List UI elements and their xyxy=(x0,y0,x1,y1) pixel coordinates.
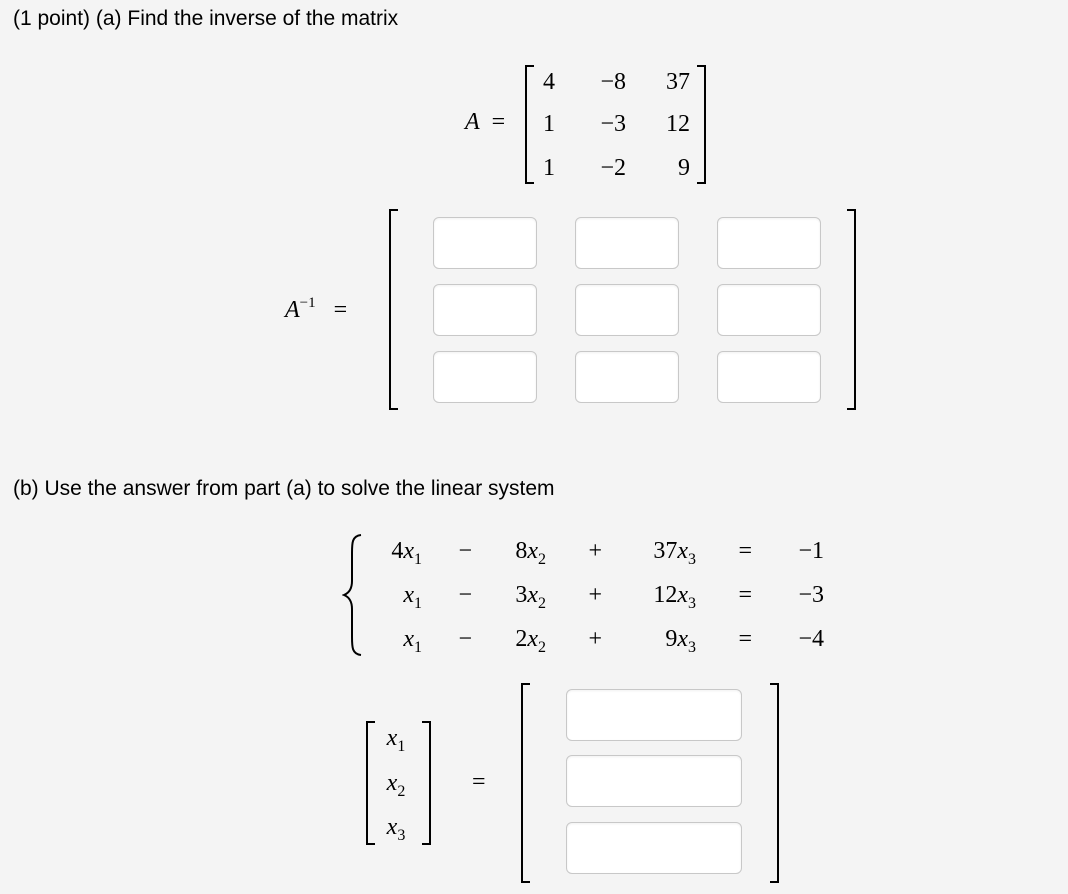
matrix-a-right-bracket xyxy=(697,65,706,184)
inverse-left-bracket xyxy=(389,209,398,410)
system-rhs: −3 xyxy=(798,582,824,608)
matrix-a-cell: −8 xyxy=(600,69,626,95)
system-term-x1: x1 xyxy=(403,582,422,612)
inverse-answer-r3c3[interactable] xyxy=(717,351,821,403)
vector-entry-x3: x3 xyxy=(386,814,406,844)
part-a-prompt: (1 point) (a) Find the inverse of the ma… xyxy=(13,7,399,30)
matrix-a-label: A = xyxy=(465,109,505,136)
matrix-a-cell: 9 xyxy=(678,155,690,181)
system-op-minus: − xyxy=(458,582,472,608)
matrix-a-cell: 1 xyxy=(543,155,555,181)
system-term-x3: 37x3 xyxy=(653,538,696,568)
system-op-minus: − xyxy=(458,538,472,564)
inverse-answer-r2c1[interactable] xyxy=(433,284,537,336)
system-rhs: −4 xyxy=(798,626,824,652)
system-equals: = xyxy=(738,626,752,652)
system-term-x3: 12x3 xyxy=(653,582,696,612)
inverse-label: A−1 = xyxy=(285,295,347,324)
system-rhs: −1 xyxy=(798,538,824,564)
system-term-x3: 9x3 xyxy=(665,626,696,656)
inverse-answer-r2c3[interactable] xyxy=(717,284,821,336)
solution-answer-x1[interactable] xyxy=(566,689,742,741)
system-op-minus: − xyxy=(458,626,472,652)
matrix-a-cell: 12 xyxy=(666,111,690,137)
system-term-x2: 3x2 xyxy=(515,582,546,612)
inverse-answer-r1c3[interactable] xyxy=(717,217,821,269)
part-b-prompt: (b) Use the answer from part (a) to solv… xyxy=(13,477,555,500)
inverse-answer-r3c2[interactable] xyxy=(575,351,679,403)
solution-answer-x2[interactable] xyxy=(566,755,742,807)
matrix-a-cell: 1 xyxy=(543,111,555,137)
vector-left-bracket xyxy=(366,721,375,845)
inverse-name: A xyxy=(285,297,300,323)
inverse-exponent: −1 xyxy=(299,295,316,311)
matrix-a-cell: 4 xyxy=(543,69,555,95)
system-op-plus: + xyxy=(588,582,602,608)
system-term-x2: 8x2 xyxy=(515,538,546,568)
solution-answer-x3[interactable] xyxy=(566,822,742,874)
inverse-answer-r2c2[interactable] xyxy=(575,284,679,336)
system-term-x1: x1 xyxy=(403,626,422,656)
inverse-answer-r1c1[interactable] xyxy=(433,217,537,269)
matrix-a-cell: −2 xyxy=(600,155,626,181)
inverse-equals: = xyxy=(333,297,348,323)
system-op-plus: + xyxy=(588,538,602,564)
matrix-a-cell: 37 xyxy=(666,69,690,95)
vector-entry-x2: x2 xyxy=(386,770,406,800)
matrix-a-name: A xyxy=(465,109,480,135)
system-equals: = xyxy=(738,582,752,608)
vector-equals: = xyxy=(472,769,486,795)
inverse-right-bracket xyxy=(847,209,856,410)
vector-entry-x1: x1 xyxy=(386,725,406,755)
system-equals: = xyxy=(738,538,752,564)
matrix-a-cell: −3 xyxy=(600,111,626,137)
solution-left-bracket xyxy=(521,683,530,883)
matrix-a-left-bracket xyxy=(525,65,534,184)
inverse-answer-r3c1[interactable] xyxy=(433,351,537,403)
vector-right-bracket xyxy=(422,721,431,845)
system-term-x2: 2x2 xyxy=(515,626,546,656)
system-term-x1: 4x1 xyxy=(391,538,422,568)
solution-right-bracket xyxy=(770,683,779,883)
inverse-answer-r1c2[interactable] xyxy=(575,217,679,269)
system-op-plus: + xyxy=(588,626,602,652)
system-left-brace xyxy=(342,534,362,656)
matrix-a-equals: = xyxy=(491,109,506,135)
